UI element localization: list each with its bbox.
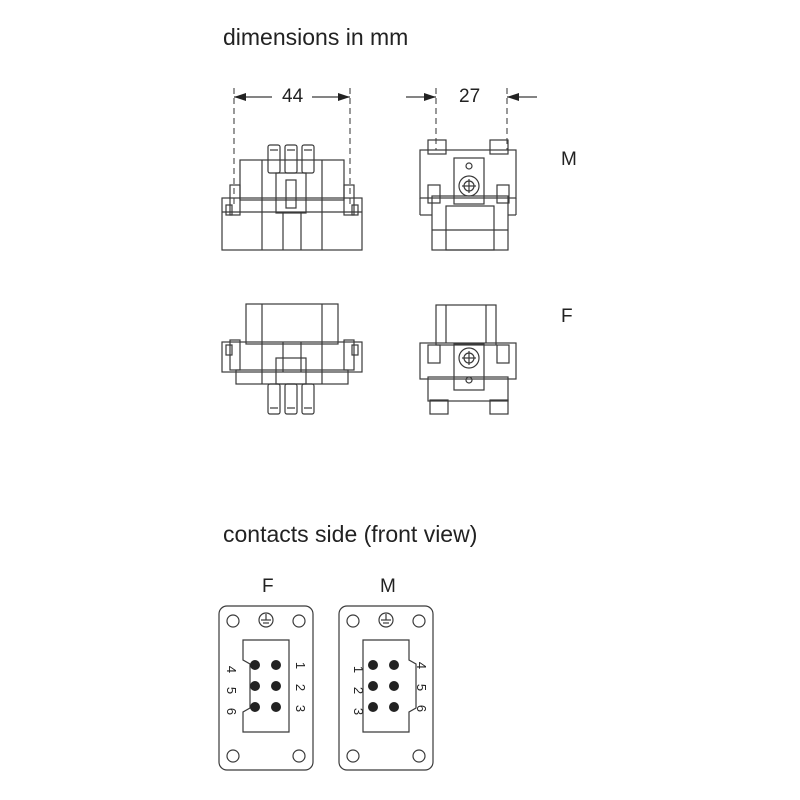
male-contact-face xyxy=(338,605,434,771)
width-dimension-label: 44 xyxy=(282,86,304,107)
female-row-label: F xyxy=(561,306,573,327)
female-insert-end-view xyxy=(419,304,517,415)
female-insert-side-view xyxy=(221,303,363,415)
width-dimension xyxy=(233,88,351,205)
female-contact-face xyxy=(218,605,314,771)
female-contacts-label: F xyxy=(262,576,274,597)
ground-symbol-icon xyxy=(258,612,274,628)
male-insert-side-view xyxy=(221,144,363,251)
depth-dimension-label: 27 xyxy=(459,86,481,107)
male-insert-end-view xyxy=(419,139,517,251)
ground-symbol-icon xyxy=(378,612,394,628)
dimensions-heading: dimensions in mm xyxy=(223,24,409,50)
contacts-heading: contacts side (front view) xyxy=(223,521,478,547)
depth-dimension xyxy=(406,88,537,150)
male-row-label: M xyxy=(561,149,577,170)
male-contacts-label: M xyxy=(380,576,396,597)
